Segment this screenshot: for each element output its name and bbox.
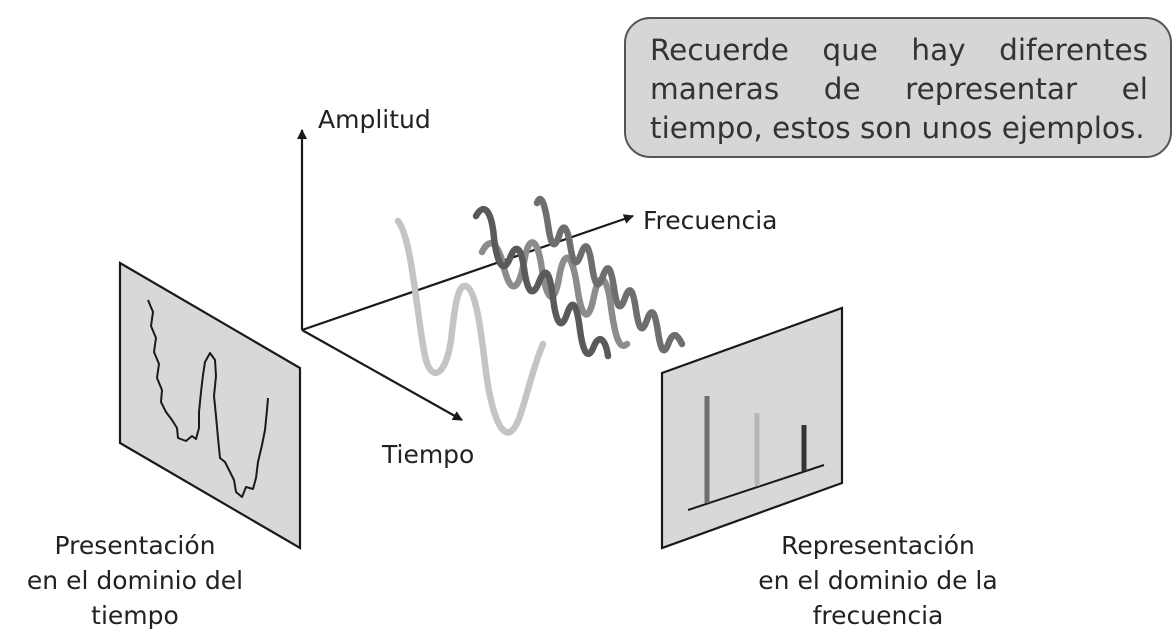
frequency-axis [301,214,634,332]
time-domain-caption-line-3: tiempo [91,601,179,630]
time-domain-panel [118,261,302,550]
reminder-note-text: Recuerde que hay diferentes maneras de r… [650,33,1148,145]
time-domain-panel-face [118,261,302,550]
frequency-domain-caption-line-1: Representación [781,531,975,560]
time-axis [301,329,463,421]
axes [297,129,634,421]
frequency-domain-caption-line-3: frecuencia [812,601,944,630]
time-axis-label: Tiempo [382,440,475,469]
frequency-component-waves [394,195,686,436]
wave-component-medium [478,239,631,349]
wave-component-light [394,217,547,436]
frequency-domain-panel [660,306,844,550]
wave-component-dark [472,206,612,360]
reminder-note-box: Recuerde que hay diferentes maneras de r… [624,17,1172,158]
time-domain-signal-trace [147,299,269,498]
amplitude-axis-label: Amplitud [318,105,431,134]
time-domain-caption-line-2: en el dominio del [26,566,244,595]
frequency-domain-caption-line-2: en el dominio de la [758,566,998,595]
wave-component-medium-2 [533,195,686,354]
spectrum-baseline [687,464,825,511]
frequency-domain-caption: Representación en el dominio de la frecu… [728,528,1028,633]
time-domain-caption: Presentación en el dominio del tiempo [0,528,270,633]
time-domain-caption-line-1: Presentación [54,531,216,560]
frequency-domain-panel-face [660,306,844,550]
frequency-axis-label: Frecuencia [643,206,778,235]
